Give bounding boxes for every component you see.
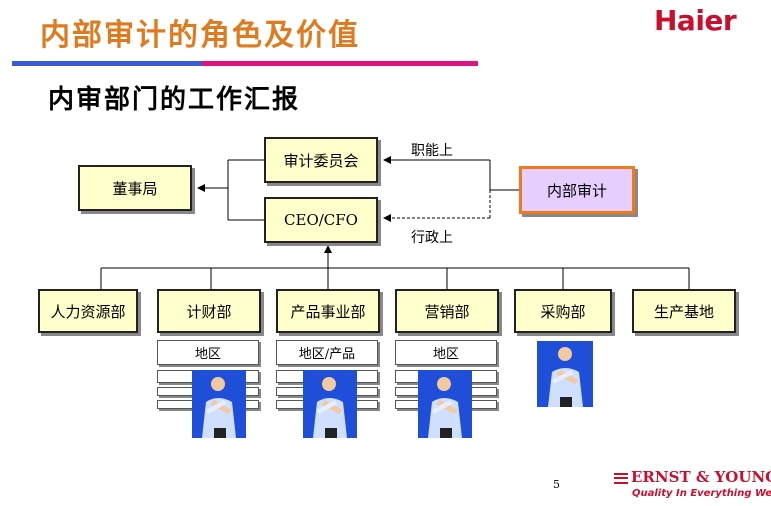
finance-region-box: 地区 [157,340,259,365]
auditor-person-icon [418,370,472,438]
dept-procurement: 采购部 [514,289,612,333]
administrative-reporting-label: 行政上 [411,230,453,246]
board-box: 董事局 [78,165,192,211]
haier-logo: Haier [654,4,737,37]
auditor-person-icon [192,370,246,438]
slide-title: 内部审计的角色及价值 [40,18,360,53]
product-region-box: 地区/产品 [276,340,378,365]
ernst-young-tagline: Quality In Everything We Do [632,488,771,499]
ceo-cfo-box: CEO/CFO [264,197,378,243]
header-divider-pink [202,61,478,66]
marketing-region-box: 地区 [395,340,497,365]
header-divider-blue [12,61,202,66]
dept-finance: 计财部 [157,289,261,333]
audit-committee-box: 审计委员会 [264,137,378,183]
page-number: 5 [553,478,560,491]
ey-logo-mark-icon [614,472,628,484]
dept-product-division: 产品事业部 [276,289,380,333]
functional-reporting-label: 职能上 [411,143,453,159]
dept-marketing: 营销部 [395,289,499,333]
section-title: 内审部门的工作汇报 [48,85,301,115]
auditor-person-icon [303,370,357,438]
internal-audit-box: 内部审计 [519,166,635,214]
auditor-person-icon [537,341,593,407]
dept-hr: 人力资源部 [38,289,138,333]
dept-production-base: 生产基地 [632,289,736,333]
ernst-young-logo: ERNST & YOUNG [614,468,771,486]
